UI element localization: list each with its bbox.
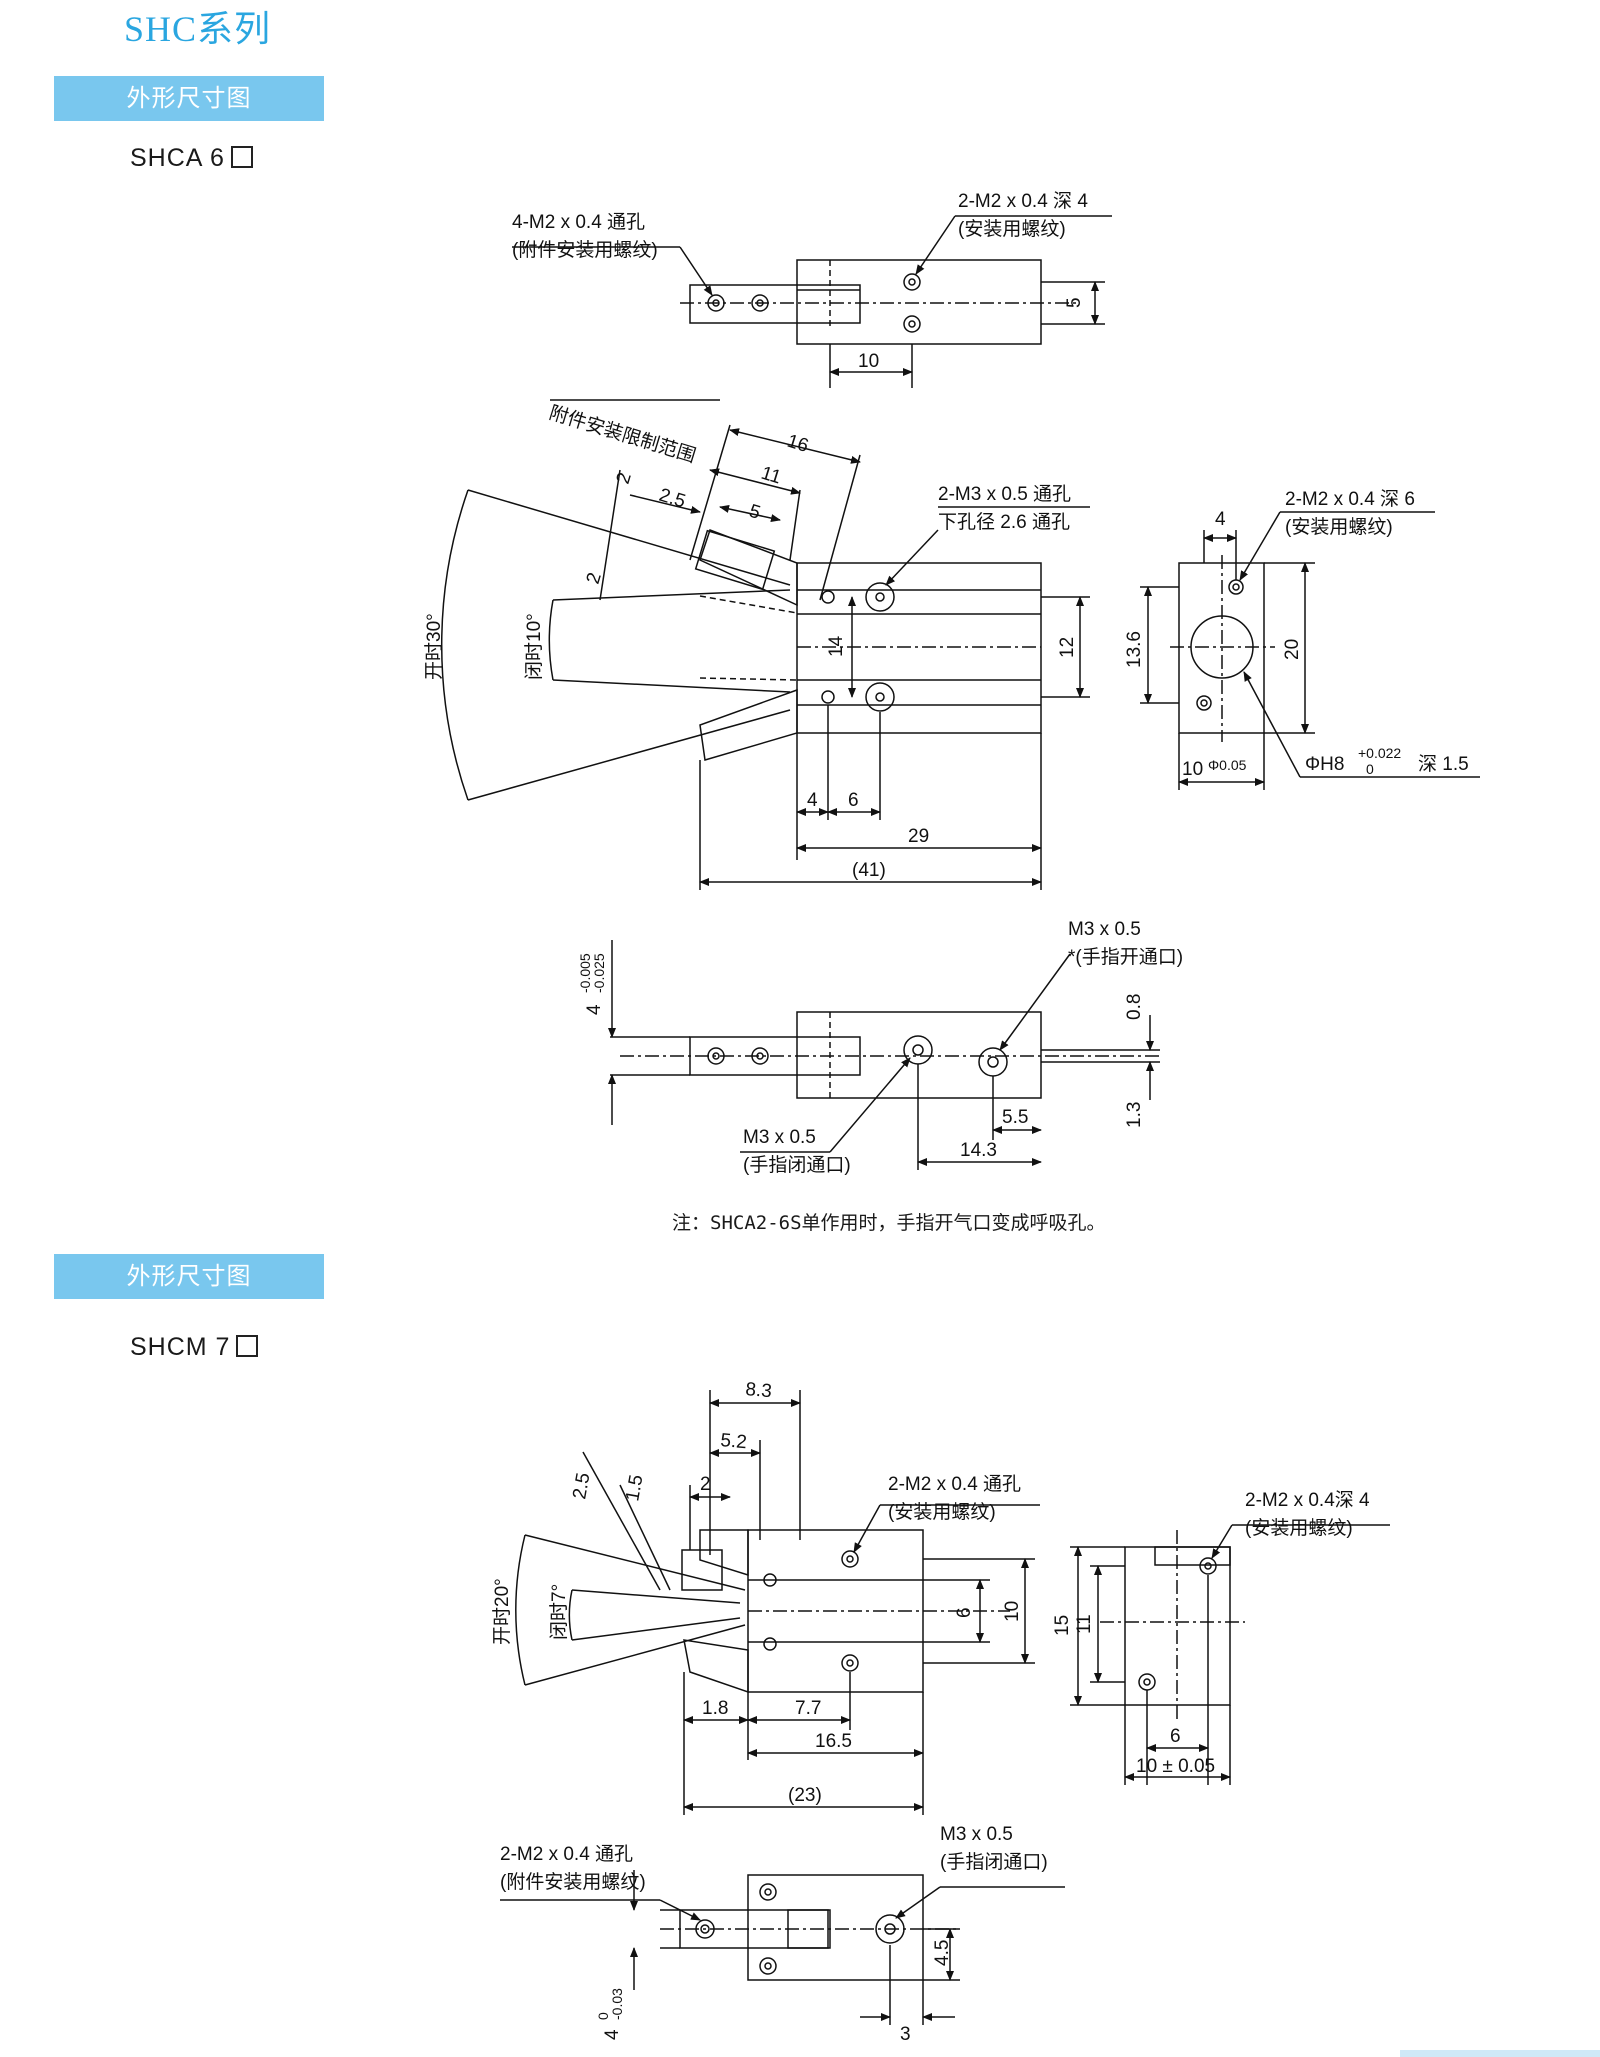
shcm7-side-view <box>1070 1524 1390 1785</box>
dim-label: 4.5 <box>932 1940 953 1966</box>
callout-text: M3 x 0.5 <box>743 1127 816 1148</box>
dim-label: 13.6 <box>1124 631 1145 668</box>
placeholder-box-icon <box>236 1335 259 1357</box>
callout-text: 2-M2 x 0.4 通孔 <box>500 1843 633 1865</box>
callout-text: (手指闭通口) <box>743 1154 851 1176</box>
callout-text: (手指闭通口) <box>940 1851 1048 1873</box>
tolerance-label: 0 <box>1366 761 1374 777</box>
shcm7-front-view <box>515 1390 1040 1815</box>
bore-depth-label: 深 1.5 <box>1418 753 1469 775</box>
dim-label: 20 <box>1282 639 1303 660</box>
dim-label: 12 <box>1057 637 1078 658</box>
callout-text: 2-M2 x 0.4深 4 <box>1245 1489 1370 1511</box>
dim-label: 11 <box>759 463 784 489</box>
callout-text: (安装用螺纹) <box>1245 1517 1353 1539</box>
dim-label: 0.8 <box>1124 994 1145 1020</box>
dim-label: 14 <box>826 635 847 657</box>
dim-label: 7.7 <box>795 1698 821 1719</box>
model-text: SHCA 6 <box>130 144 225 172</box>
dim-label: 1.8 <box>702 1698 728 1719</box>
shca6-top-view <box>512 215 1112 388</box>
dim-label: 6 <box>1170 1726 1181 1747</box>
callout-text: 2-M2 x 0.4 深 4 <box>958 190 1088 212</box>
tolerance-label: -0.025 <box>591 953 607 993</box>
bore-label: ΦH8 <box>1305 754 1344 775</box>
tolerance-label: 0 <box>595 2012 611 2020</box>
dim-label: 2 <box>700 1474 711 1495</box>
shca6-side-view <box>1140 511 1480 790</box>
callout-text: M3 x 0.5 <box>1068 919 1141 940</box>
model-label-shca6: SHCA 6 <box>130 144 253 173</box>
dim-label: 5 <box>747 501 763 524</box>
dim-label: 1.5 <box>622 1473 647 1503</box>
dim-label: 4 <box>1215 509 1226 530</box>
callout-text: 下孔径 2.6 通孔 <box>938 511 1070 533</box>
open-angle-label: 开时30° <box>423 613 445 680</box>
callout-text: (附件安装用螺纹) <box>500 1871 646 1893</box>
section-bar-dimensions-2: 外形尺寸图 <box>54 1254 324 1299</box>
callout-text: M3 x 0.5 <box>940 1824 1013 1845</box>
close-angle-label: 闭时10° <box>523 613 545 680</box>
callout-text: *(手指开通口) <box>1068 946 1183 968</box>
dim-label: (23) <box>788 1785 822 1806</box>
dim-label: 11 <box>1074 1614 1095 1634</box>
dim-label: 10 ± 0.05 <box>1136 1756 1215 1777</box>
dim-label: 5.5 <box>1002 1107 1028 1128</box>
callout-text: 4-M2 x 0.4 通孔 <box>512 211 645 233</box>
callout-text: (安装用螺纹) <box>888 1501 996 1523</box>
tolerance-label: +0.022 <box>1358 745 1401 761</box>
model-text: SHCM 7 <box>130 1333 231 1361</box>
callout-text: (安装用螺纹) <box>1285 516 1393 538</box>
dim-label: (41) <box>852 860 886 881</box>
callout-text: (附件安装用螺纹) <box>512 239 658 261</box>
footer-strip <box>1400 2050 1600 2057</box>
dim-label: 4 <box>584 1004 605 1015</box>
dim-label: 5.2 <box>720 1430 748 1453</box>
dim-label: 2.5 <box>569 1471 594 1501</box>
dim-label: 16.5 <box>815 1731 852 1752</box>
dim-label: 16 <box>785 431 811 457</box>
dim-label: 附件安装限制范围 <box>547 402 699 467</box>
tolerance-label: -0.005 <box>577 953 593 993</box>
tolerance-label: -0.03 <box>609 1988 625 2020</box>
open-angle-label: 开时20° <box>491 1578 513 1645</box>
callout-text: (安装用螺纹) <box>958 218 1066 240</box>
dim-label: 3 <box>900 2024 911 2045</box>
dim-label: 4 <box>807 790 818 811</box>
dim-label: 10 <box>1182 759 1203 780</box>
dim-label: 14.3 <box>960 1140 997 1161</box>
close-angle-label: 闭时7° <box>548 1584 570 1640</box>
dim-label: 6 <box>848 790 859 811</box>
dim-label: 2 <box>583 570 606 586</box>
dim-label: 6 <box>954 1607 975 1618</box>
series-title: SHC系列 <box>124 9 272 49</box>
callout-text: 2-M3 x 0.5 通孔 <box>938 483 1071 505</box>
dim-label: 2 <box>613 470 636 486</box>
shca6-bottom-view <box>608 940 1160 1170</box>
callout-text: 2-M2 x 0.4 深 6 <box>1285 488 1415 510</box>
dim-label: 10 <box>1002 1601 1023 1622</box>
callout-text: 2-M2 x 0.4 通孔 <box>888 1473 1021 1495</box>
model-label-shcm7: SHCM 7 <box>130 1333 259 1362</box>
shcm7-bottom-view <box>500 1870 1065 2025</box>
dim-label: 15 <box>1052 1615 1073 1636</box>
dim-label: 1.3 <box>1124 1102 1145 1128</box>
dim-label: 5 <box>1064 297 1085 308</box>
dim-label: 29 <box>908 826 929 847</box>
shca6-front-view <box>440 399 1090 890</box>
dim-label: 10 <box>858 351 879 372</box>
placeholder-box-icon <box>230 146 253 168</box>
section-bar-dimensions-1: 外形尺寸图 <box>54 76 324 121</box>
dim-label: 8.3 <box>745 1379 773 1402</box>
dim-label: 4 <box>602 2029 623 2040</box>
tolerance-label: Φ0.05 <box>1208 757 1247 773</box>
note-text: 注：SHCA2-6S单作用时，手指开气口变成呼吸孔。 <box>672 1212 1106 1234</box>
